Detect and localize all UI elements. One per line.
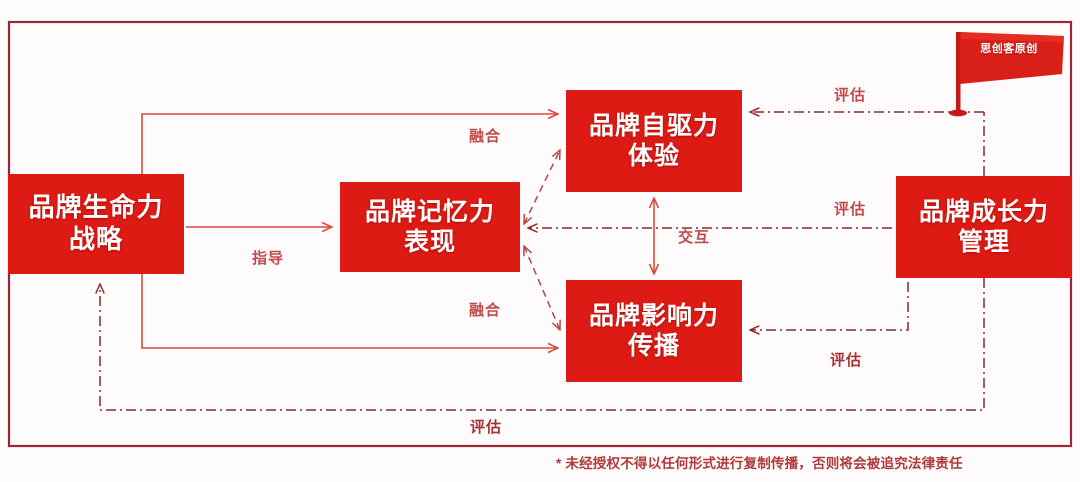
- node-line-2: 体验: [627, 142, 680, 170]
- node-line-2: 战略: [68, 224, 123, 254]
- edge-label-fusion-bottom: 融合: [469, 302, 502, 319]
- node-brand-memory-expression[interactable]: 品牌记忆力 表现: [340, 182, 520, 272]
- node-line-1: 品牌自驱力: [588, 111, 719, 140]
- flag-label: 思创客原创: [980, 43, 1038, 55]
- node-brand-growth-management[interactable]: 品牌成长力 管理: [896, 176, 1072, 278]
- node-brand-influence-communication[interactable]: 品牌影响力 传播: [566, 280, 742, 382]
- edge-strategy-to-selfdrive: [141, 114, 558, 174]
- edge-label-guide: 指导: [252, 250, 285, 267]
- node-line-2: 表现: [403, 228, 456, 256]
- node-line-1: 品牌记忆力: [364, 197, 495, 226]
- watermark-flag: 思创客原创: [944, 28, 1068, 120]
- copyright-disclaimer: * 未经授权不得以任何形式进行复制传播，否则将会被追究法律责任: [556, 456, 963, 471]
- node-brand-vitality-strategy[interactable]: 品牌生命力 战略: [8, 174, 184, 274]
- edge-label-eval-bottom: 评估: [470, 419, 503, 436]
- node-brand-selfdrive-experience[interactable]: 品牌自驱力 体验: [566, 90, 742, 192]
- node-line-1: 品牌成长力: [918, 197, 1049, 226]
- node-line-1: 品牌影响力: [588, 301, 719, 330]
- edge-memory-influence-fusion: [524, 246, 560, 330]
- edge-label-eval-mid: 评估: [834, 201, 867, 218]
- node-line-1: 品牌生命力: [28, 192, 164, 223]
- edge-strategy-to-influence: [141, 274, 558, 348]
- edge-growth-to-strategy-eval: [100, 278, 985, 411]
- edge-label-eval-lower: 评估: [830, 352, 863, 369]
- edge-growth-to-influence-eval: [750, 282, 909, 330]
- edge-label-interaction: 交互: [678, 229, 711, 246]
- flag-graphic: [949, 32, 1064, 117]
- node-line-2: 传播: [627, 332, 680, 360]
- edge-memory-selfdrive-fusion: [524, 150, 560, 224]
- edge-label-eval-top: 评估: [834, 87, 867, 104]
- node-line-2: 管理: [957, 228, 1010, 256]
- edge-label-fusion-top: 融合: [469, 128, 502, 145]
